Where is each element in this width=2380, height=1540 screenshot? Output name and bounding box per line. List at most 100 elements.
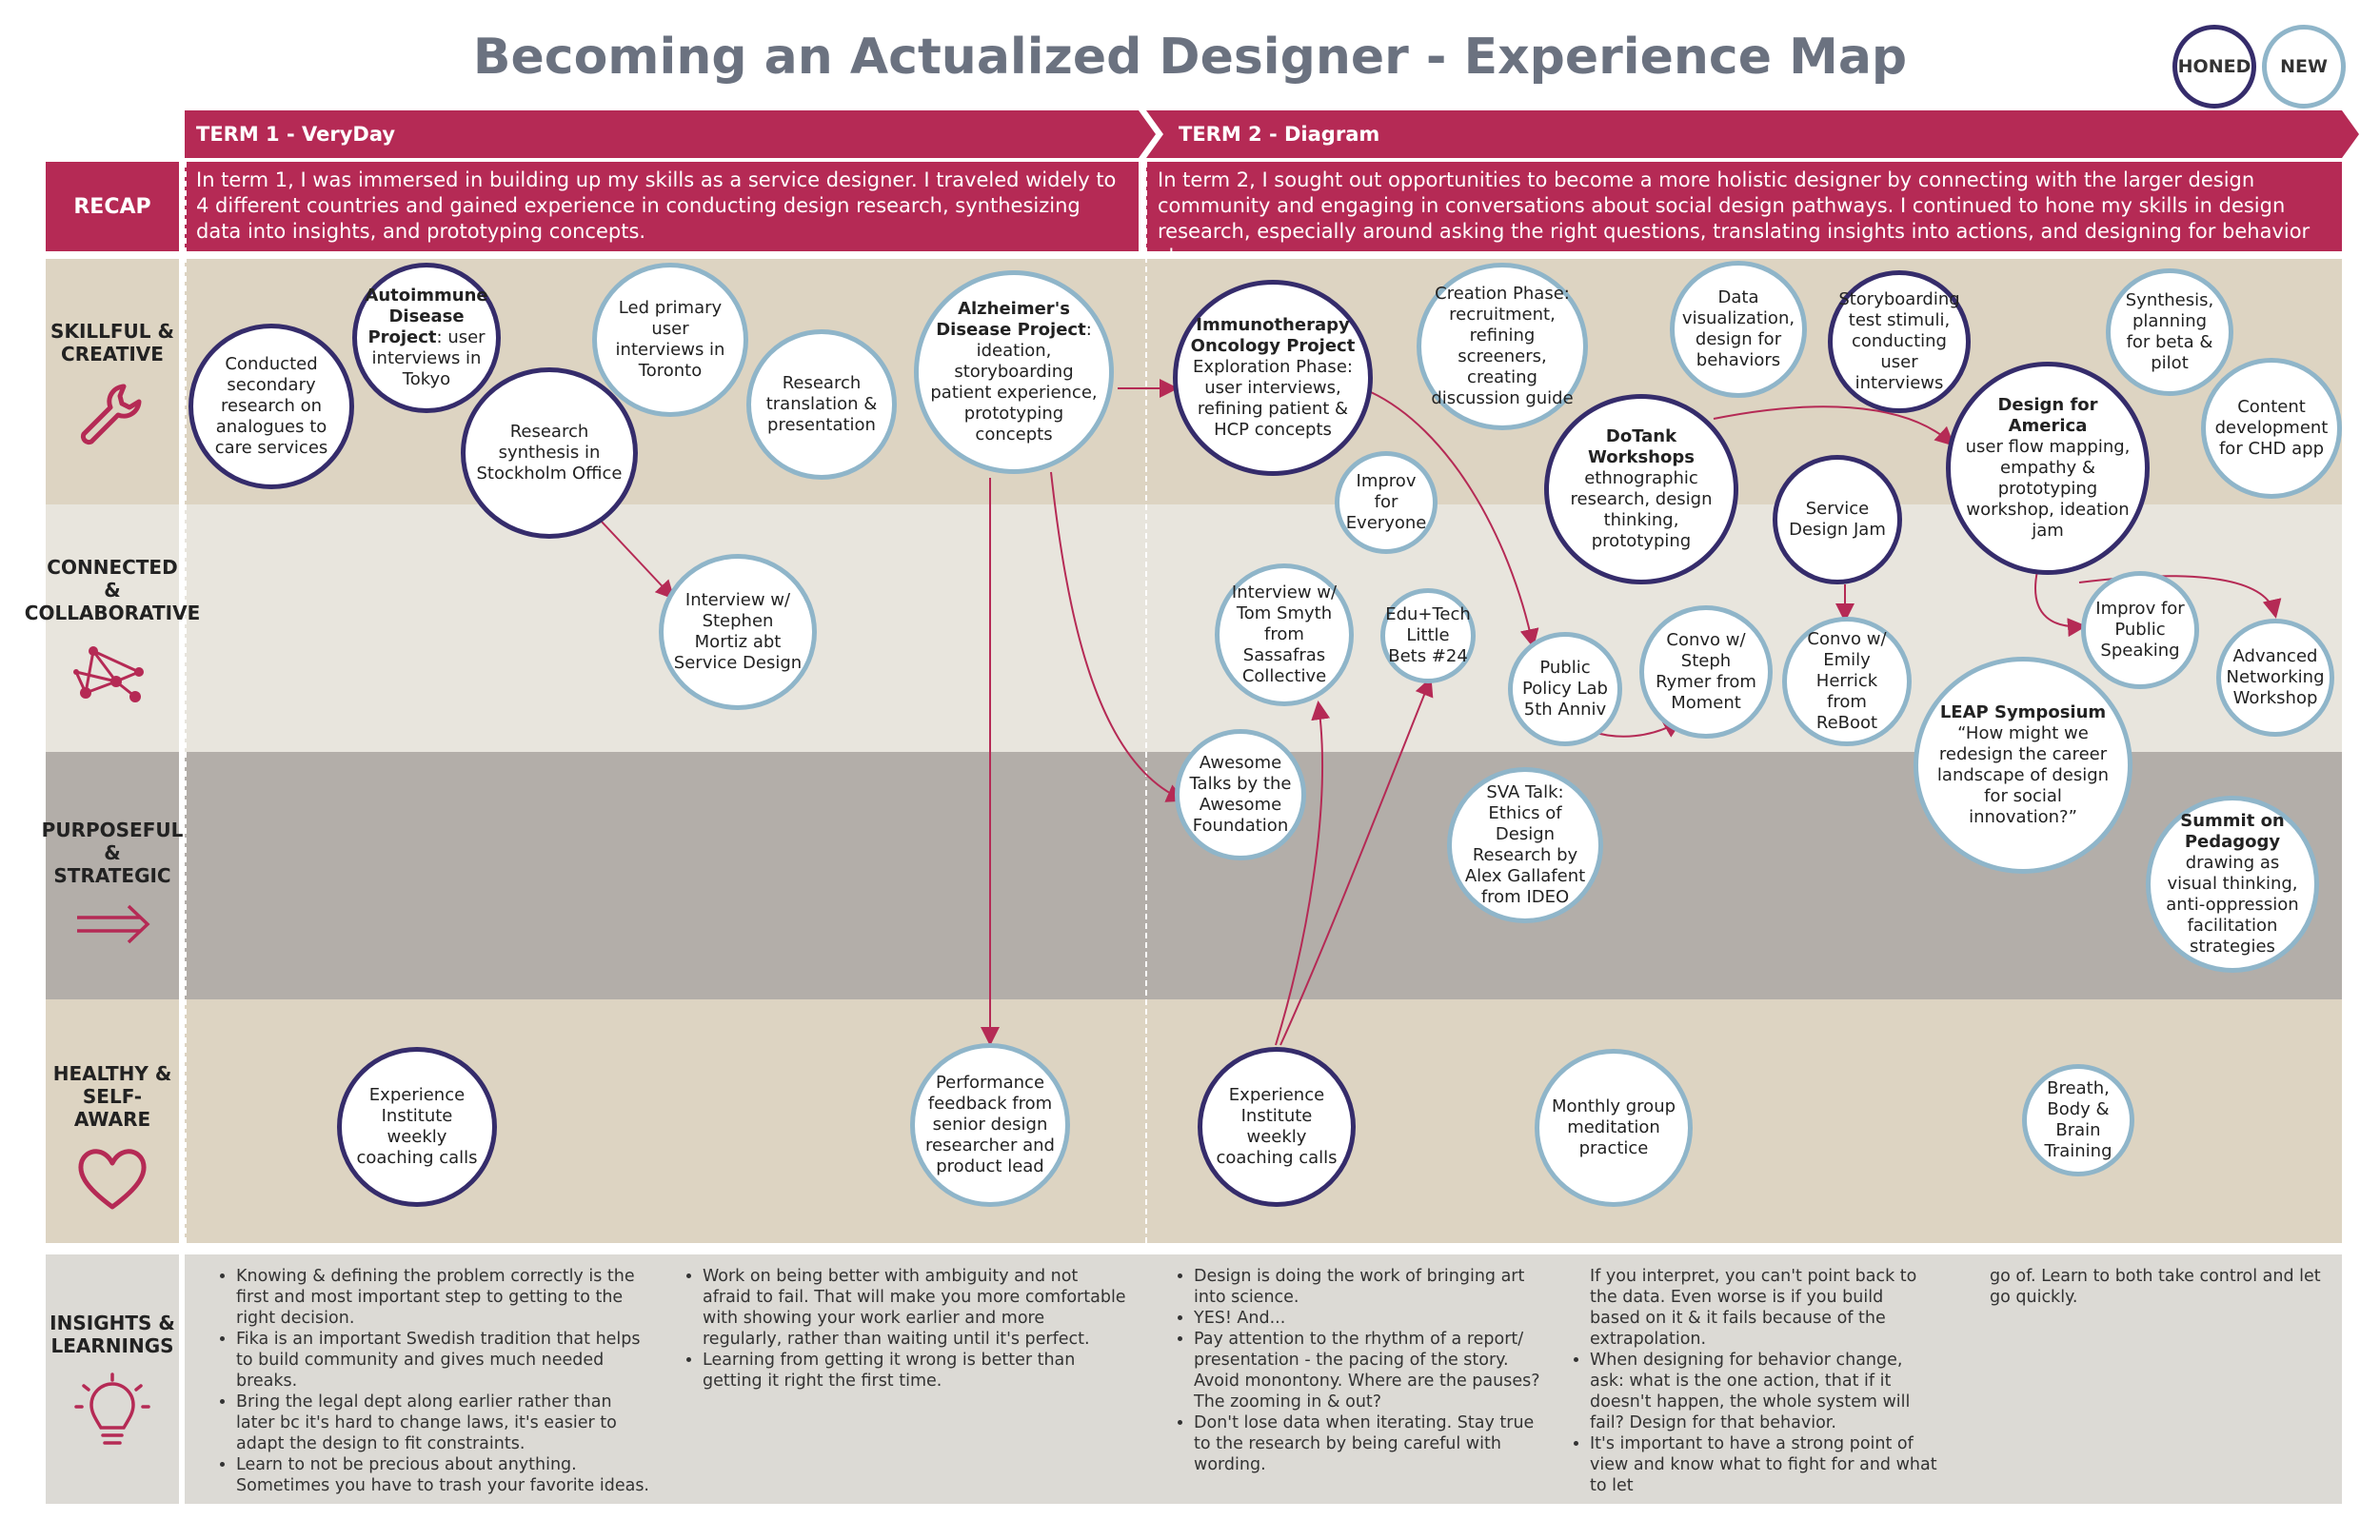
bubble-improv-everyone-text: Improv for Everyone — [1345, 471, 1427, 533]
bubble-creation-phase: Creation Phase: recruitment, refining sc… — [1417, 263, 1588, 430]
row-label-separator — [179, 259, 185, 1504]
bubble-alzheimers-text: Alzheimer's Disease Project: ideation, s… — [930, 299, 1098, 444]
bubble-convo-emily: Convo w/ Emily Herrick from ReBoot — [1782, 617, 1912, 746]
insight-item: Learn to not be precious about anything.… — [236, 1454, 651, 1496]
bubble-synthesis-planning: Synthesis, planning for beta & pilot — [2106, 268, 2233, 396]
insight-item: Knowing & defining the problem correctly… — [236, 1266, 651, 1329]
bubble-improv-public: Improv for Public Speaking — [2081, 571, 2199, 689]
network-icon — [73, 646, 144, 702]
bubble-sva-talk: SVA Talk: Ethics of Design Research by A… — [1447, 767, 1603, 923]
legend-honed: HONED — [2172, 25, 2256, 109]
bubble-interview-tom: Interview w/ Tom Smyth from Sassafras Co… — [1215, 563, 1354, 706]
bubble-edutech: Edu+Tech Little Bets #24 — [1380, 588, 1476, 683]
legend-new-label: NEW — [2280, 56, 2328, 77]
term1-header-shape — [185, 110, 1156, 158]
row-label-healthy-2: SELF-AWARE — [73, 1085, 151, 1131]
bubble-improv-everyone: Improv for Everyone — [1335, 451, 1438, 554]
bubble-storyboarding: Storyboarding test stimuli, conducting u… — [1828, 270, 1971, 413]
band-insights — [46, 1254, 2342, 1504]
bubble-interview-mortiz-text: Interview w/ Stephen Mortiz abt Service … — [673, 590, 803, 673]
bubble-convo-steph: Convo w/ Steph Rymer from Moment — [1639, 605, 1773, 739]
insight-item: Work on being better with ambiguity and … — [703, 1266, 1127, 1350]
row-label-connected-1: CONNECTED — [47, 556, 178, 579]
term2-header: TERM 2 - Diagram — [1179, 123, 1380, 146]
row-label-healthy: HEALTHY & SELF-AWARE — [46, 1062, 179, 1213]
insights-col-3: Design is doing the work of bringing art… — [1152, 1266, 1552, 1475]
insight-item: Don't lose data when iterating. Stay tru… — [1194, 1412, 1552, 1475]
insight-item: It's important to have a strong point of… — [1590, 1433, 1938, 1496]
bubble-led-primary-text: Led primary user interviews in Toronto — [615, 298, 725, 381]
term1-header: TERM 1 - VeryDay — [196, 123, 396, 146]
bubble-research-synthesis: Research synthesis in Stockholm Office — [461, 367, 638, 539]
row-label-connected-3: COLLABORATIVE — [24, 602, 201, 624]
double-arrow-icon — [77, 904, 150, 944]
bubble-breath-text: Breath, Body & Brain Training — [2044, 1078, 2112, 1161]
insight-item: YES! And... — [1194, 1308, 1552, 1329]
heart-icon — [78, 1149, 147, 1210]
insight-continuation: If you interpret, you can't point back t… — [1590, 1267, 1917, 1349]
bubble-leap-symposium: LEAP Symposium“How might we redesign the… — [1914, 657, 2132, 874]
bubble-content-development: Content development for CHD app — [2201, 358, 2342, 499]
recap-term1: In term 1, I was immersed in building up… — [185, 162, 1139, 251]
bubble-service-jam-text: Service Design Jam — [1789, 499, 1886, 540]
bubble-advanced-networking: Advanced Networking Workshop — [2216, 619, 2334, 737]
bubble-sva-text: SVA Talk: Ethics of Design Research by A… — [1464, 782, 1586, 907]
bubble-improv-public-text: Improv for Public Speaking — [2095, 599, 2185, 661]
row-label-purposeful-1: PURPOSEFUL — [41, 819, 184, 841]
row-label-connected-2: & — [104, 579, 121, 602]
lightbulb-icon — [74, 1372, 150, 1445]
bubble-interview-mortiz: Interview w/ Stephen Mortiz abt Service … — [659, 554, 817, 710]
bubble-autoimmune-text: Autoimmune Disease Project: user intervi… — [365, 286, 488, 389]
bubble-service-design-jam: Service Design Jam — [1773, 455, 1902, 584]
bubble-creation-text: Creation Phase: recruitment, refining sc… — [1431, 284, 1574, 408]
row-label-insights: INSIGHTS & LEARNINGS — [46, 1312, 179, 1456]
bubble-interview-tom-text: Interview w/ Tom Smyth from Sassafras Co… — [1231, 582, 1338, 686]
page-title: Becoming an Actualized Designer - Experi… — [472, 29, 1908, 86]
bubble-storyboarding-text: Storyboarding test stimuli, conducting u… — [1838, 289, 1960, 393]
bubble-conducted-research-text: Conducted secondary research on analogue… — [214, 354, 328, 458]
term1-start-guide — [185, 162, 187, 1243]
bubble-data-visualization: Data visualization, design for behaviors — [1670, 261, 1807, 398]
row-label-skillful-1: SKILLFUL & — [50, 320, 174, 343]
insight-continuation: go of. Learn to both take control and le… — [1990, 1267, 2321, 1307]
wrench-icon — [80, 384, 142, 445]
insight-item: Design is doing the work of bringing art… — [1194, 1266, 1552, 1308]
bubble-performance-feedback: Performance feedback from senior design … — [910, 1043, 1070, 1207]
bubble-awesome-talks: Awesome Talks by the Awesome Foundation — [1175, 729, 1306, 860]
bubble-synthesis-text: Synthesis, planning for beta & pilot — [2125, 290, 2214, 373]
bubble-experience-institute-1: Experience Institute weekly coaching cal… — [337, 1047, 497, 1207]
bubble-research-translation: Research translation & presentation — [746, 329, 897, 480]
insight-item: Fika is an important Swedish tradition t… — [236, 1329, 651, 1392]
term-header-shapes — [185, 110, 2359, 158]
row-label-healthy-1: HEALTHY & — [52, 1062, 172, 1085]
bubble-adv-networking-text: Advanced Networking Workshop — [2226, 646, 2325, 708]
bubble-leap-text: LEAP Symposium“How might we redesign the… — [1936, 702, 2110, 827]
insight-item: When designing for behavior change, ask:… — [1590, 1350, 1938, 1433]
insights-col-1: Knowing & defining the problem correctly… — [194, 1266, 651, 1496]
bubble-edutech-text: Edu+Tech Little Bets #24 — [1385, 604, 1471, 666]
recap-term2: In term 2, I sought out opportunities to… — [1146, 162, 2342, 268]
bubble-meditation-text: Monthly group meditation practice — [1551, 1096, 1676, 1158]
bubble-autoimmune-project: Autoimmune Disease Project: user intervi… — [352, 263, 501, 413]
row-label-purposeful: PURPOSEFUL & STRATEGIC — [42, 819, 183, 948]
bubble-exp-inst-1-text: Experience Institute weekly coaching cal… — [356, 1085, 478, 1168]
row-label-connected: CONNECTED & COLLABORATIVE — [25, 556, 200, 714]
insights-col-2: Work on being better with ambiguity and … — [661, 1266, 1127, 1392]
row-label-insights-1: INSIGHTS & — [50, 1312, 175, 1334]
insight-item: Pay attention to the rhythm of a report/… — [1194, 1329, 1552, 1412]
insight-item: Bring the legal dept along earlier rathe… — [236, 1392, 651, 1454]
bubble-research-translation-text: Research translation & presentation — [765, 373, 878, 435]
recap-label: RECAP — [46, 162, 179, 251]
bubble-exp-inst-2-text: Experience Institute weekly coaching cal… — [1216, 1085, 1338, 1168]
bubble-alzheimers-project: Alzheimer's Disease Project: ideation, s… — [914, 270, 1114, 474]
insight-item: Learning from getting it wrong is better… — [703, 1350, 1127, 1392]
bubble-content-dev-text: Content development for CHD app — [2214, 397, 2329, 459]
bubble-convo-emily-text: Convo w/ Emily Herrick from ReBoot — [1807, 629, 1887, 733]
